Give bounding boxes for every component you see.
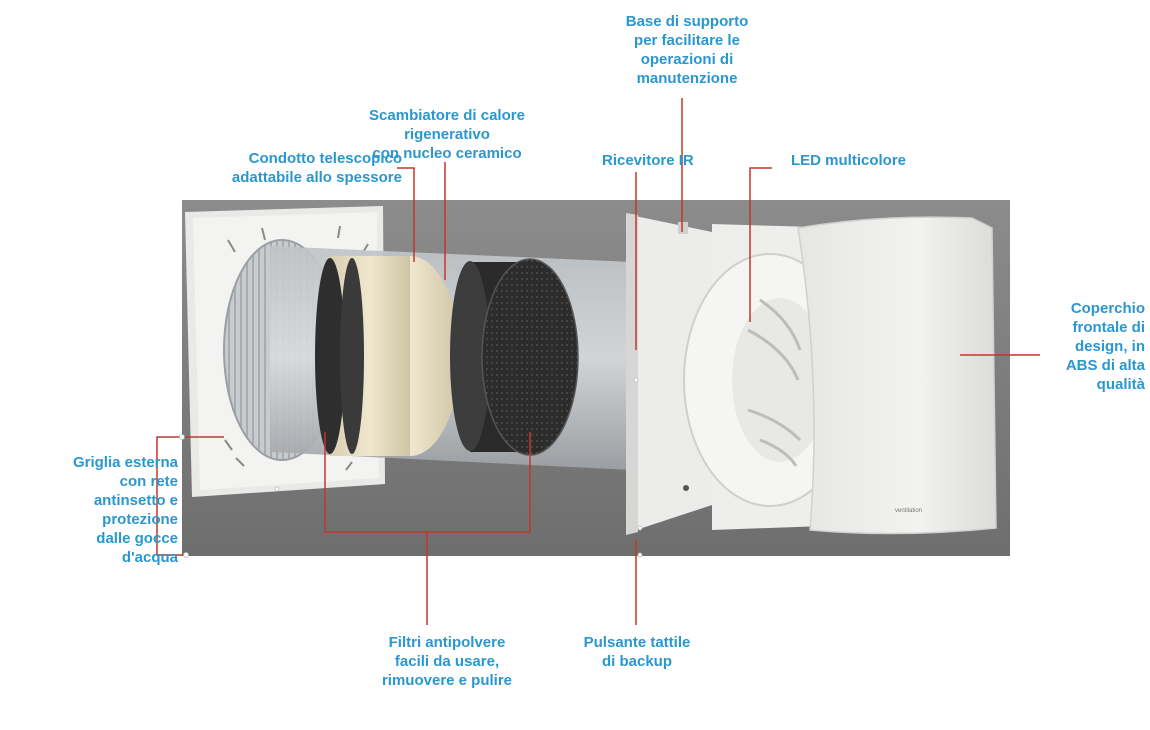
label-griglia: Griglia esterna con rete antinsetto e pr…	[72, 454, 178, 566]
leader-markers	[179, 377, 643, 558]
svg-text:ventilation: ventilation	[895, 508, 922, 514]
label-led: LED multicolore	[791, 152, 907, 169]
label-filtri: Filtri antipolvere facili da usare, rimu…	[381, 634, 513, 689]
label-coperchio: Coperchio frontale di design, in ABS di …	[1065, 300, 1145, 393]
telescopic-duct	[270, 246, 632, 470]
label-base-supporto: Base di supporto per facilitare le opera…	[625, 13, 749, 87]
label-scambiatore: Scambiatore di calore rigenerativo con n…	[369, 107, 525, 162]
label-pulsante: Pulsante tattile di backup	[583, 634, 691, 670]
leader-lines	[156, 98, 1040, 625]
label-ricevitore: Ricevitore IR	[602, 152, 694, 169]
front-cover: ventilation	[797, 216, 997, 535]
label-condotto: Condotto telescopico adattabile allo spe…	[231, 150, 402, 186]
support-base	[626, 213, 712, 535]
